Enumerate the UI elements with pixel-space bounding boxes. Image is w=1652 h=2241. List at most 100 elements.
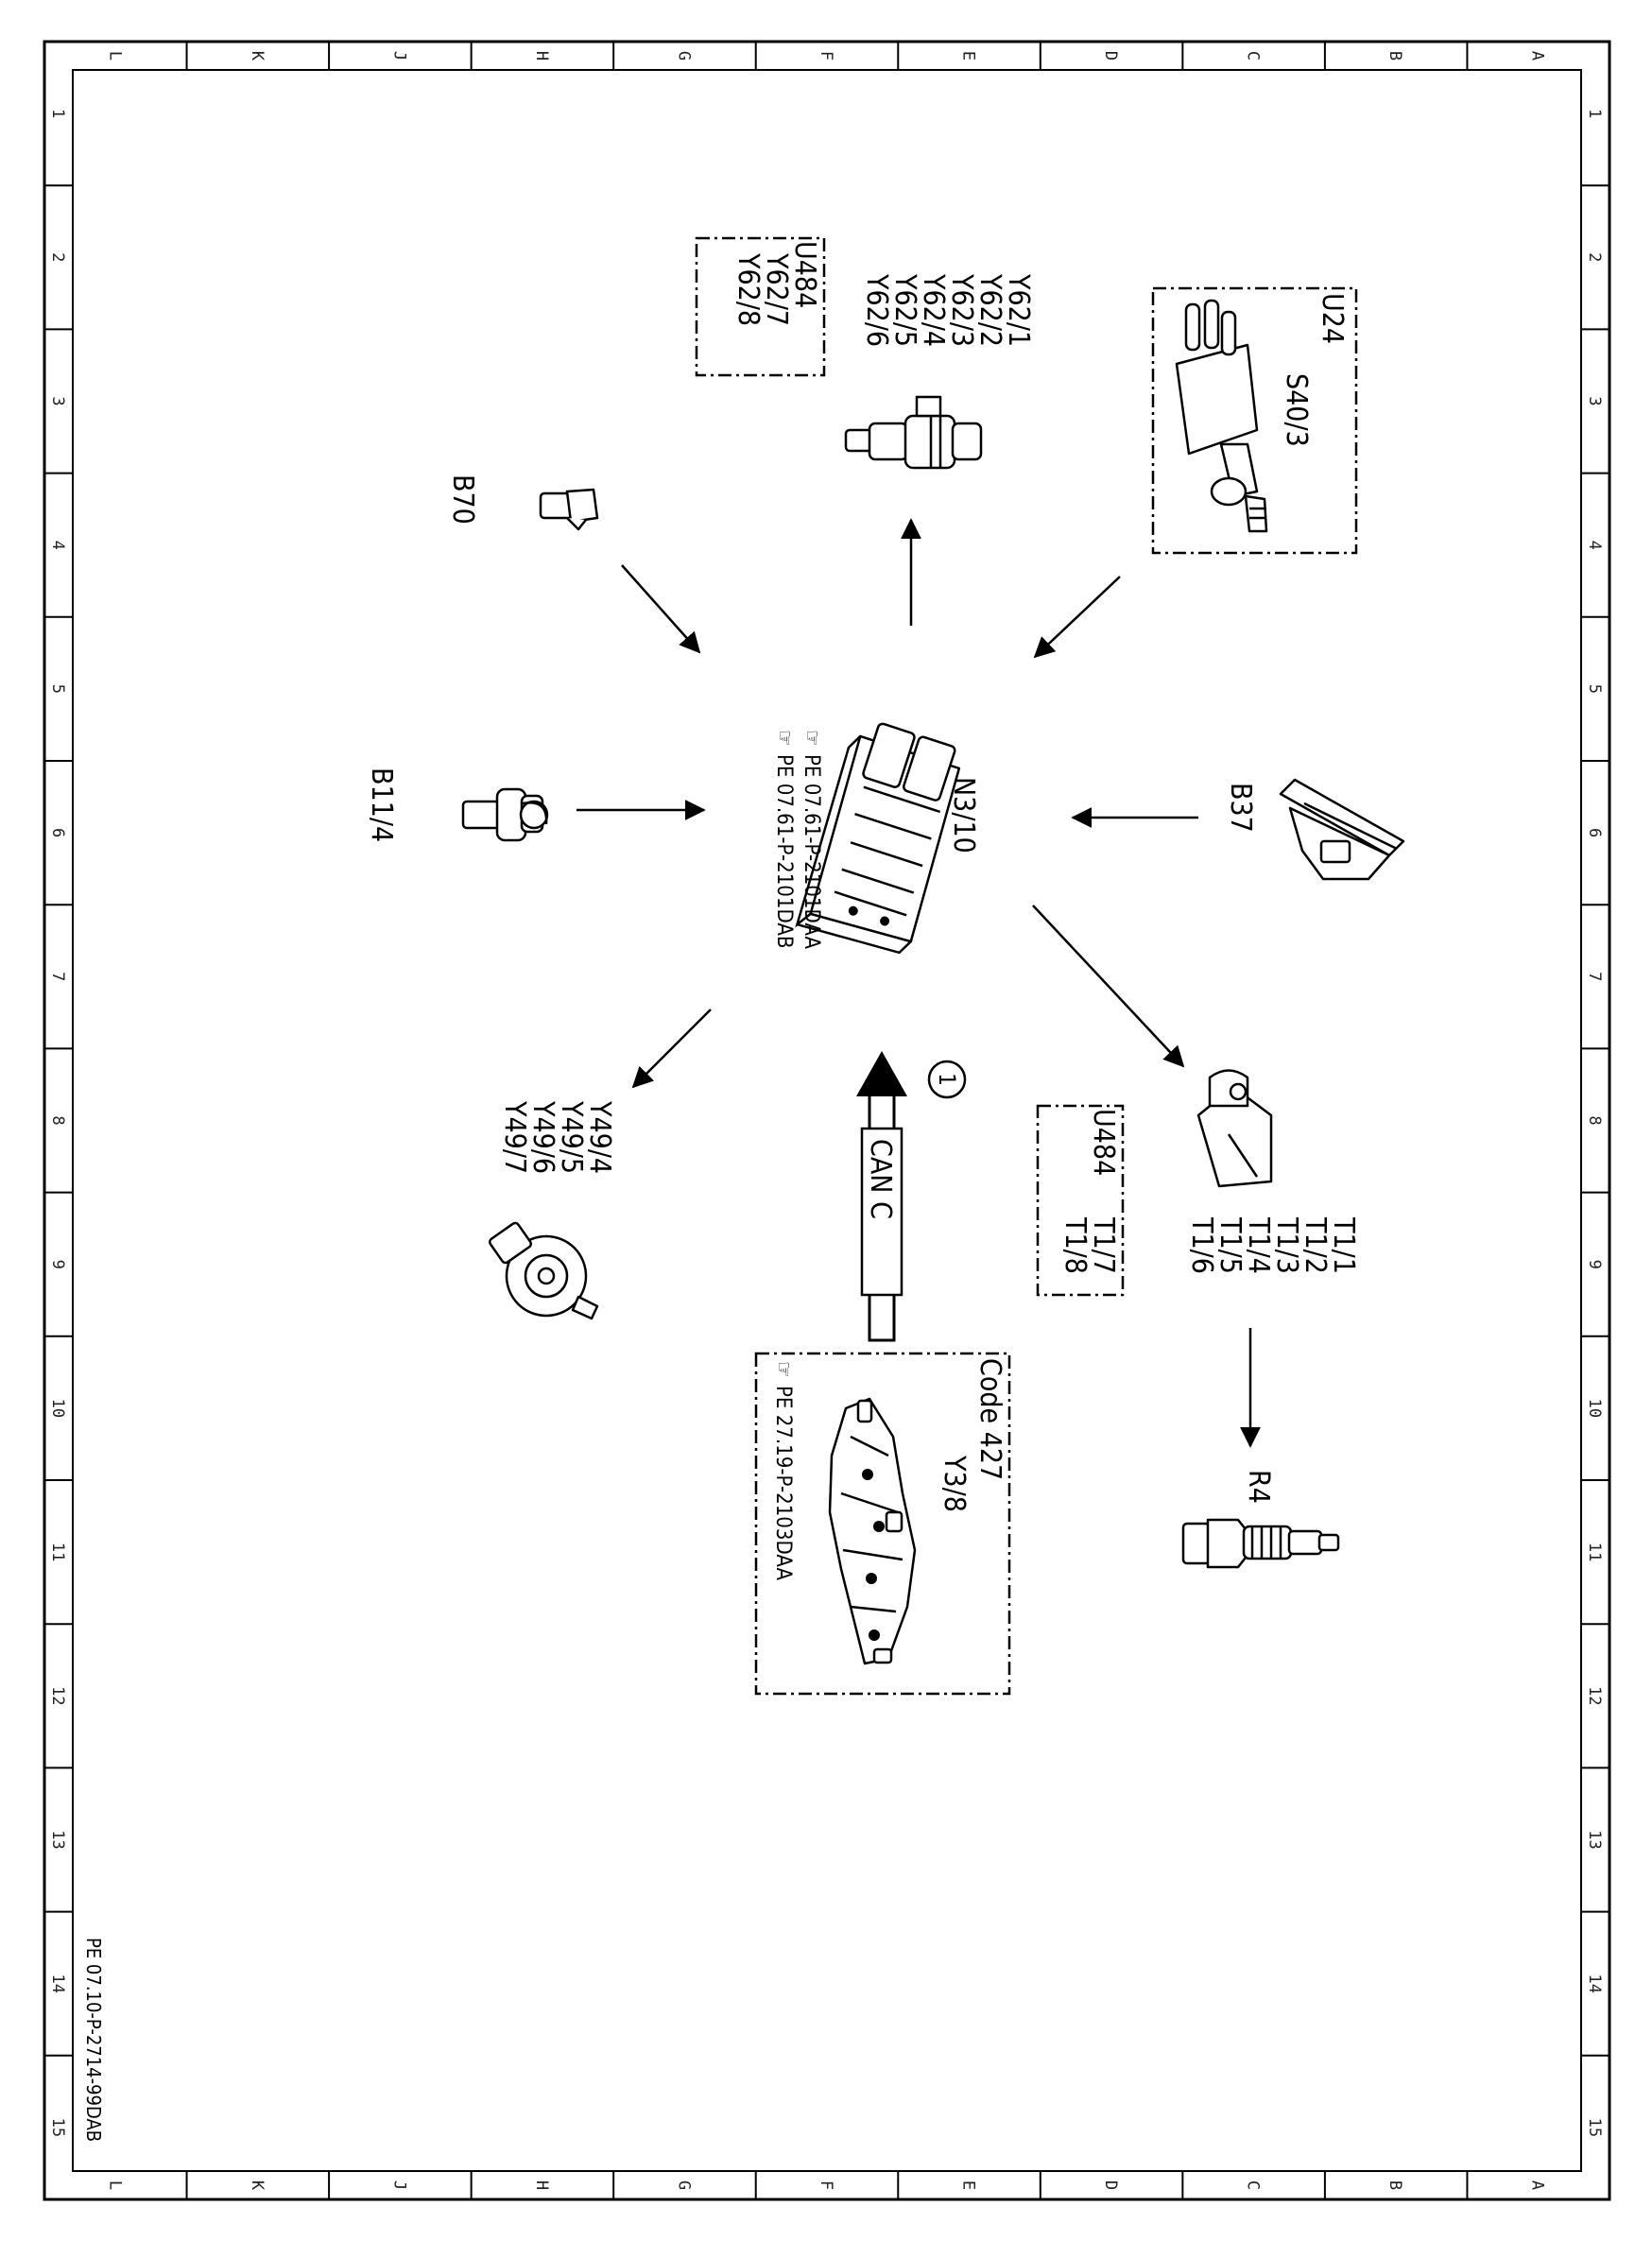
r4-label: R4 — [1242, 1470, 1275, 1504]
t1-variant-frame — [1036, 1104, 1125, 1297]
grid-row-label: 11 — [1585, 1543, 1604, 1561]
grid-row-label: 10 — [1585, 1399, 1604, 1418]
y62-label-1: Y62/1 — [1002, 273, 1035, 347]
grid-col-label: G — [674, 51, 693, 60]
component-r4: R4 — [1181, 1470, 1340, 1569]
grid-row-label: 7 — [48, 972, 67, 981]
grid-col-label: A — [1528, 51, 1547, 60]
y62-label-2: Y62/2 — [973, 273, 1007, 347]
component-t1: T1/1T1/2T1/3T1/4T1/5T1/6 U484 T1/7 T1/8 — [1036, 1069, 1360, 1297]
grid-row-label: 2 — [48, 252, 67, 262]
grid-col-label: F — [817, 2181, 835, 2190]
grid-col-label: C — [1244, 51, 1263, 60]
grid-row-label: 4 — [48, 541, 67, 550]
grid-col-label: A — [1528, 2181, 1547, 2190]
can-marker: 1 — [934, 1073, 960, 1086]
grid-row-label: 9 — [1585, 1260, 1604, 1269]
can-label-box — [860, 1127, 903, 1297]
grid-col-label: H — [532, 51, 551, 60]
y3-8-label: Y3/8 — [938, 1455, 971, 1512]
sensor-b70-icon — [539, 488, 599, 531]
y49-label-4: Y49/7 — [498, 1100, 531, 1174]
y49-label-3: Y49/6 — [526, 1100, 559, 1174]
y62-label-3: Y62/3 — [945, 273, 978, 347]
grid-row-label: 12 — [1585, 1686, 1604, 1705]
t1-label-2: T1/2 — [1299, 1216, 1332, 1274]
y3-8-frame — [754, 1352, 1011, 1696]
grid-ticks — [44, 42, 1609, 2199]
camshaft-adjuster-y49-icon — [488, 1221, 599, 1320]
grid-col-label: B — [1385, 51, 1404, 60]
t1-label-6: T1/6 — [1185, 1216, 1218, 1274]
ecu-ref-1: PE 07.61-P-2101DAA — [800, 754, 823, 949]
grid-col-label: D — [1101, 2181, 1120, 2190]
component-b11-4: B11/4 — [365, 767, 549, 842]
grid-row-label: 13 — [48, 1830, 67, 1849]
arrow-b70 — [621, 564, 701, 654]
b70-label: B70 — [446, 474, 479, 525]
ecu-n3-10: N3/10 ☞ ☞ PE 07.61-P-2101DAA PE 07.61-P-… — [772, 722, 980, 955]
grid-row-label: 15 — [1585, 2118, 1604, 2137]
can-label: CAN C — [864, 1139, 897, 1219]
t1-label-1: T1/1 — [1327, 1216, 1360, 1274]
b11-4-label: B11/4 — [365, 767, 398, 842]
pedal-sensor-b37-icon — [1279, 778, 1405, 881]
grid-row-label: 10 — [48, 1399, 67, 1418]
grid-row-label: 8 — [1585, 1115, 1604, 1125]
grid-row-label: 9 — [48, 1260, 67, 1269]
component-b70: B70 — [446, 474, 599, 531]
can-bus-arrow: CAN C 1 — [856, 1051, 967, 1342]
grid-row-label: 1 — [48, 109, 67, 118]
grid-row-label: 3 — [48, 396, 67, 405]
grid-row-label: 13 — [1585, 1830, 1604, 1849]
y3-8-ref: PE 27.19-P-2103DAA — [771, 1386, 795, 1580]
y3-8-code: Code 427 — [973, 1358, 1007, 1480]
y49-label-2: Y49/5 — [555, 1100, 588, 1174]
grid-col-label: K — [248, 2181, 267, 2191]
t1-label-3: T1/3 — [1270, 1216, 1303, 1274]
grid-row-label: 5 — [1585, 684, 1604, 694]
spark-plug-r4-icon — [1181, 1518, 1340, 1569]
grid-col-label: J — [389, 51, 408, 60]
grid-col-label: L — [105, 2181, 124, 2190]
grid-col-label: H — [532, 2181, 551, 2190]
t1-label-5: T1/5 — [1213, 1216, 1247, 1274]
y62-label-4: Y62/4 — [917, 273, 950, 347]
grid-col-label: D — [1101, 51, 1120, 60]
ecu-icon — [795, 722, 961, 955]
inner-frame — [72, 69, 1582, 2172]
pointing-hand-icon: ☞ — [800, 730, 823, 747]
grid-col-label: K — [248, 51, 267, 61]
grid-row-label: 7 — [1585, 972, 1604, 981]
outer-frame — [43, 40, 1611, 2201]
y62-variant-label-2: Y62/8 — [731, 252, 765, 326]
grid-row-label: 1 — [1585, 109, 1604, 118]
document-reference: PE 07.10-P-2714-99DAB — [82, 1938, 105, 2142]
grid-row-label: 11 — [48, 1543, 67, 1561]
y62-label-5: Y62/5 — [888, 273, 921, 347]
grid-col-label: C — [1244, 2181, 1263, 2190]
t1-label-4: T1/4 — [1242, 1216, 1275, 1274]
grid-row-label: 14 — [1585, 1974, 1604, 1992]
switch-s40-3-icon — [1175, 299, 1268, 533]
grid-col-label: E — [959, 2181, 978, 2190]
y62-variant-title: U484 — [788, 241, 821, 308]
s40-3-label: S40/3 — [1280, 373, 1313, 447]
grid-row-label: 12 — [48, 1686, 67, 1705]
ignition-coil-t1-icon — [1196, 1069, 1273, 1188]
grid-col-label: F — [817, 51, 835, 60]
grid-col-label: E — [959, 51, 978, 60]
sensor-b11-4-icon — [461, 787, 549, 842]
y62-variant-frame — [695, 236, 826, 377]
component-y3-8: Code 427 Y3/8 ☞ PE 27.19-P-2103DAA — [754, 1352, 1011, 1696]
pointing-hand-icon: ☞ — [771, 1361, 795, 1378]
ecu-ref-2: PE 07.61-P-2101DAB — [772, 754, 796, 948]
t1-variant-label-1: T1/7 — [1087, 1216, 1120, 1274]
grid-row-label: 6 — [1585, 828, 1604, 837]
